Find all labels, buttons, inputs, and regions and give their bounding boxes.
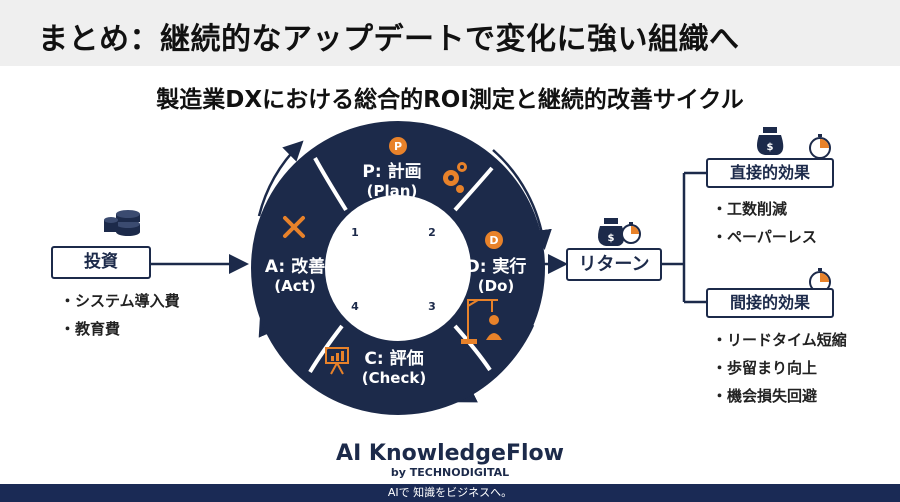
investment-label: 投資	[84, 252, 118, 272]
do-label: D: 実行	[466, 256, 527, 277]
diagram-subtitle: 製造業DXにおける総合的ROI測定と継続的改善サイクル	[156, 87, 744, 113]
plan-badge: P	[394, 140, 402, 153]
coins-icon	[104, 210, 140, 236]
gears-icon	[443, 162, 467, 193]
list-item: 機会損失回避	[712, 382, 847, 410]
check-label: C: 評価	[364, 348, 423, 369]
list-item: 工数削減	[712, 195, 817, 223]
investment-box: 投資	[51, 246, 151, 279]
investment-items: システム導入費 教育費	[60, 287, 180, 343]
do-badge: D	[489, 234, 498, 247]
step-1: 1	[351, 226, 359, 239]
do-badge-circle	[485, 231, 503, 249]
tools-icon	[283, 216, 305, 238]
return-label: リターン	[578, 254, 650, 275]
stopwatch-icon	[621, 222, 641, 244]
footer-tagline: AIで 知識をビジネスへ。	[0, 484, 900, 502]
money-bag-icon: $	[598, 218, 625, 246]
worker-icon	[486, 315, 502, 340]
act-sub: (Act)	[274, 277, 315, 295]
list-item: システム導入費	[60, 287, 180, 315]
indirect-effect-box: 間接的効果	[706, 288, 834, 318]
step-4: 4	[351, 300, 359, 313]
ring-dividers	[308, 157, 494, 374]
title-band	[0, 0, 900, 66]
plan-label: P: 計画	[362, 161, 421, 182]
direct-effect-box: 直接的効果	[706, 158, 834, 188]
money-bag-icon: $	[757, 127, 784, 155]
act-label: A: 改善	[265, 256, 325, 277]
cycle-ring	[251, 121, 545, 415]
list-item: 教育費	[60, 315, 180, 343]
indirect-effect-label: 間接的効果	[729, 293, 810, 312]
list-item: リードタイム短縮	[712, 326, 847, 354]
step-markers: 1 2 3 4	[346, 223, 441, 315]
presentation-icon	[325, 347, 349, 375]
brand-logo: AI KnowledgeFlow	[336, 441, 564, 466]
branch-connector	[662, 171, 706, 304]
step-3: 3	[428, 300, 436, 313]
cycle-arrow-right	[492, 149, 552, 250]
crane-icon	[461, 299, 498, 344]
plan-badge-circle	[389, 137, 407, 155]
svg-text:$: $	[767, 142, 774, 153]
indirect-effect-items: リードタイム短縮 歩留まり向上 機会損失回避	[712, 326, 847, 410]
svg-text:$: $	[608, 233, 615, 244]
direct-effect-items: 工数削減 ペーパーレス	[712, 195, 817, 251]
direct-effect-label: 直接的効果	[729, 163, 810, 182]
do-sub: (Do)	[478, 277, 514, 295]
cycle-arrow-top	[257, 140, 304, 217]
brand-byline: by TECHNODIGITAL	[390, 466, 510, 479]
return-box: リターン	[566, 248, 662, 281]
page-title: まとめ：継続的なアップデートで変化に強い組織へ	[38, 22, 740, 57]
step-2: 2	[428, 226, 436, 239]
list-item: 歩留まり向上	[712, 354, 847, 382]
list-item: ペーパーレス	[712, 223, 817, 251]
check-sub: (Check)	[362, 369, 426, 387]
plan-sub: (Plan)	[367, 182, 418, 200]
stopwatch-icon	[809, 134, 831, 159]
